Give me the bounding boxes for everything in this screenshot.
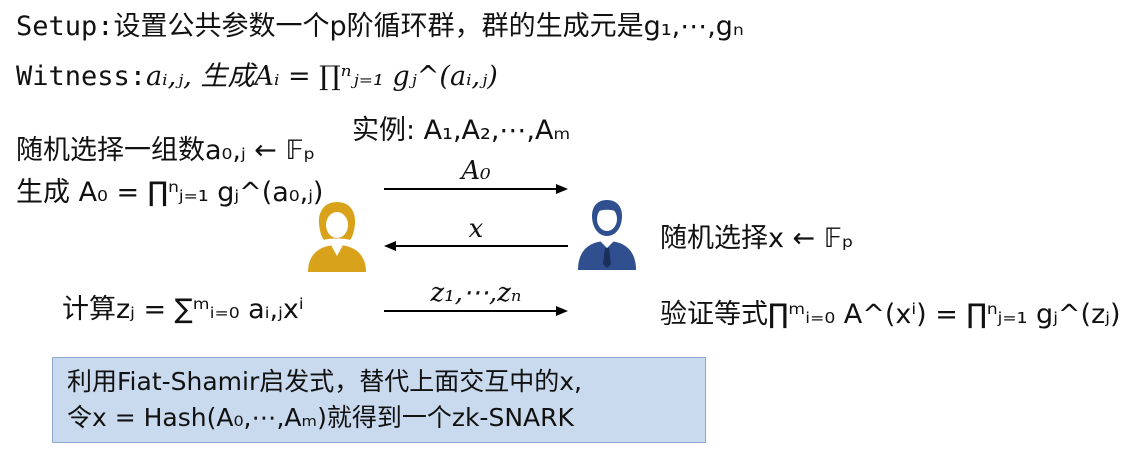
message-z-label: z₁,⋯,zₙ	[430, 278, 522, 308]
arrow-right-1	[384, 184, 568, 194]
prover-compute-text: 计算zⱼ = ∑ᵐᵢ₌₀ aᵢ,ⱼxⁱ	[62, 294, 304, 325]
message-x-label: x	[468, 214, 484, 244]
prover-random-text: 随机选择一组数a₀,ⱼ ← 𝔽ₚ	[16, 135, 316, 166]
witness-label: Witness:	[16, 61, 147, 92]
callout-line-2: 令x = Hash(A₀,⋯,Aₘ)就得到一个zk-SNARK	[67, 403, 574, 432]
message-a0-label: A₀	[461, 156, 491, 186]
witness-line: Witness:aᵢ,ⱼ, 生成Aᵢ = ∏ⁿⱼ₌₁ gⱼ^(aᵢ,ⱼ)	[16, 60, 498, 94]
person-businessman-icon	[578, 200, 636, 270]
instance-text: 实例: A₁,A₂,⋯,Aₘ	[352, 115, 571, 146]
arrow-right-3	[384, 306, 568, 316]
verifier-verify-text: 验证等式∏ᵐᵢ₌₀ A^(xⁱ) = ∏ⁿⱼ₌₁ gⱼ^(zⱼ)	[660, 299, 1121, 330]
arrow-left-2	[384, 241, 568, 251]
prover-generate-text: 生成 A₀ = ∏ⁿⱼ₌₁ gⱼ^(a₀,ⱼ)	[16, 177, 324, 208]
setup-text: 设置公共参数一个p阶循环群，群的生成元是g₁,⋯,gₙ	[113, 11, 744, 42]
fiat-shamir-callout: 利用Fiat-Shamir启发式，替代上面交互中的x, 令x = Hash(A₀…	[52, 357, 706, 443]
witness-text: aᵢ,ⱼ, 生成Aᵢ = ∏ⁿⱼ₌₁ gⱼ^(aᵢ,ⱼ)	[146, 61, 498, 92]
person-female-icon	[308, 202, 366, 272]
setup-label: Setup:	[16, 11, 114, 42]
callout-line-1: 利用Fiat-Shamir启发式，替代上面交互中的x,	[67, 367, 583, 396]
setup-line: Setup:设置公共参数一个p阶循环群，群的生成元是g₁,⋯,gₙ	[16, 10, 744, 44]
verifier-random-text: 随机选择x ← 𝔽ₚ	[660, 223, 854, 254]
